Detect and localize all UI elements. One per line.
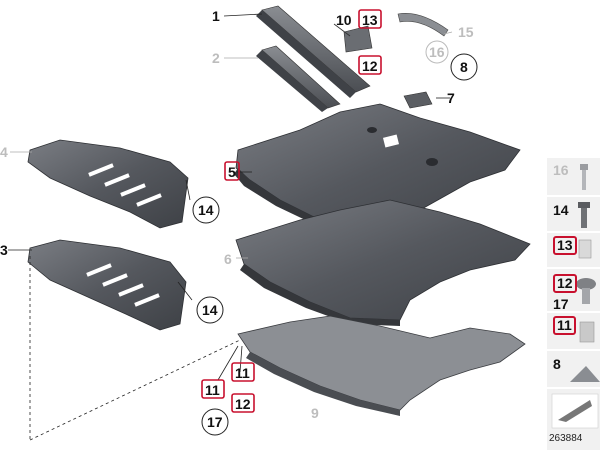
- label-11a: 11: [205, 382, 220, 398]
- label-17: 17: [207, 414, 223, 430]
- shield-part-3: [27, 239, 187, 331]
- label-16: 16: [429, 44, 445, 60]
- side-label-12: 12: [553, 274, 577, 293]
- callouts: 1 2 3 4 6 7 9 10 15 5 13 12 11 11 12 8 1…: [0, 8, 478, 436]
- label-5: 5: [228, 164, 236, 180]
- label-14b: 14: [202, 302, 218, 318]
- side-label-14: 14: [553, 202, 569, 218]
- side-label-11: 11: [553, 316, 576, 335]
- label-3: 3: [0, 242, 8, 258]
- label-12b: 12: [235, 396, 251, 412]
- label-14a: 14: [198, 202, 214, 218]
- leader-lines: [8, 13, 453, 441]
- side-label-13: 13: [553, 236, 577, 255]
- side-fastener-icons: [547, 158, 600, 450]
- bracket-part-7: [403, 91, 433, 109]
- label-13: 13: [362, 12, 378, 28]
- side-label-17: 17: [553, 296, 569, 312]
- label-8: 8: [460, 59, 468, 75]
- label-10: 10: [336, 12, 352, 28]
- side-label-16: 16: [553, 162, 569, 178]
- document-number: 263884: [549, 433, 583, 444]
- label-15: 15: [458, 24, 474, 40]
- label-6: 6: [224, 251, 232, 267]
- shield-part-4: [27, 139, 189, 229]
- label-9: 9: [311, 405, 319, 421]
- shield-part-5: [234, 103, 521, 240]
- shield-part-6: [235, 199, 531, 326]
- label-1: 1: [212, 8, 220, 24]
- label-11b: 11: [235, 365, 250, 381]
- strip-part-2: [256, 45, 341, 112]
- label-2: 2: [212, 50, 220, 66]
- label-12a: 12: [362, 58, 378, 74]
- strip-part-1: [256, 5, 371, 98]
- shield-part-9: [237, 315, 526, 416]
- label-4: 4: [0, 144, 8, 160]
- label-7: 7: [447, 90, 455, 106]
- side-label-8: 8: [553, 356, 561, 372]
- clip-part-15: [397, 13, 449, 37]
